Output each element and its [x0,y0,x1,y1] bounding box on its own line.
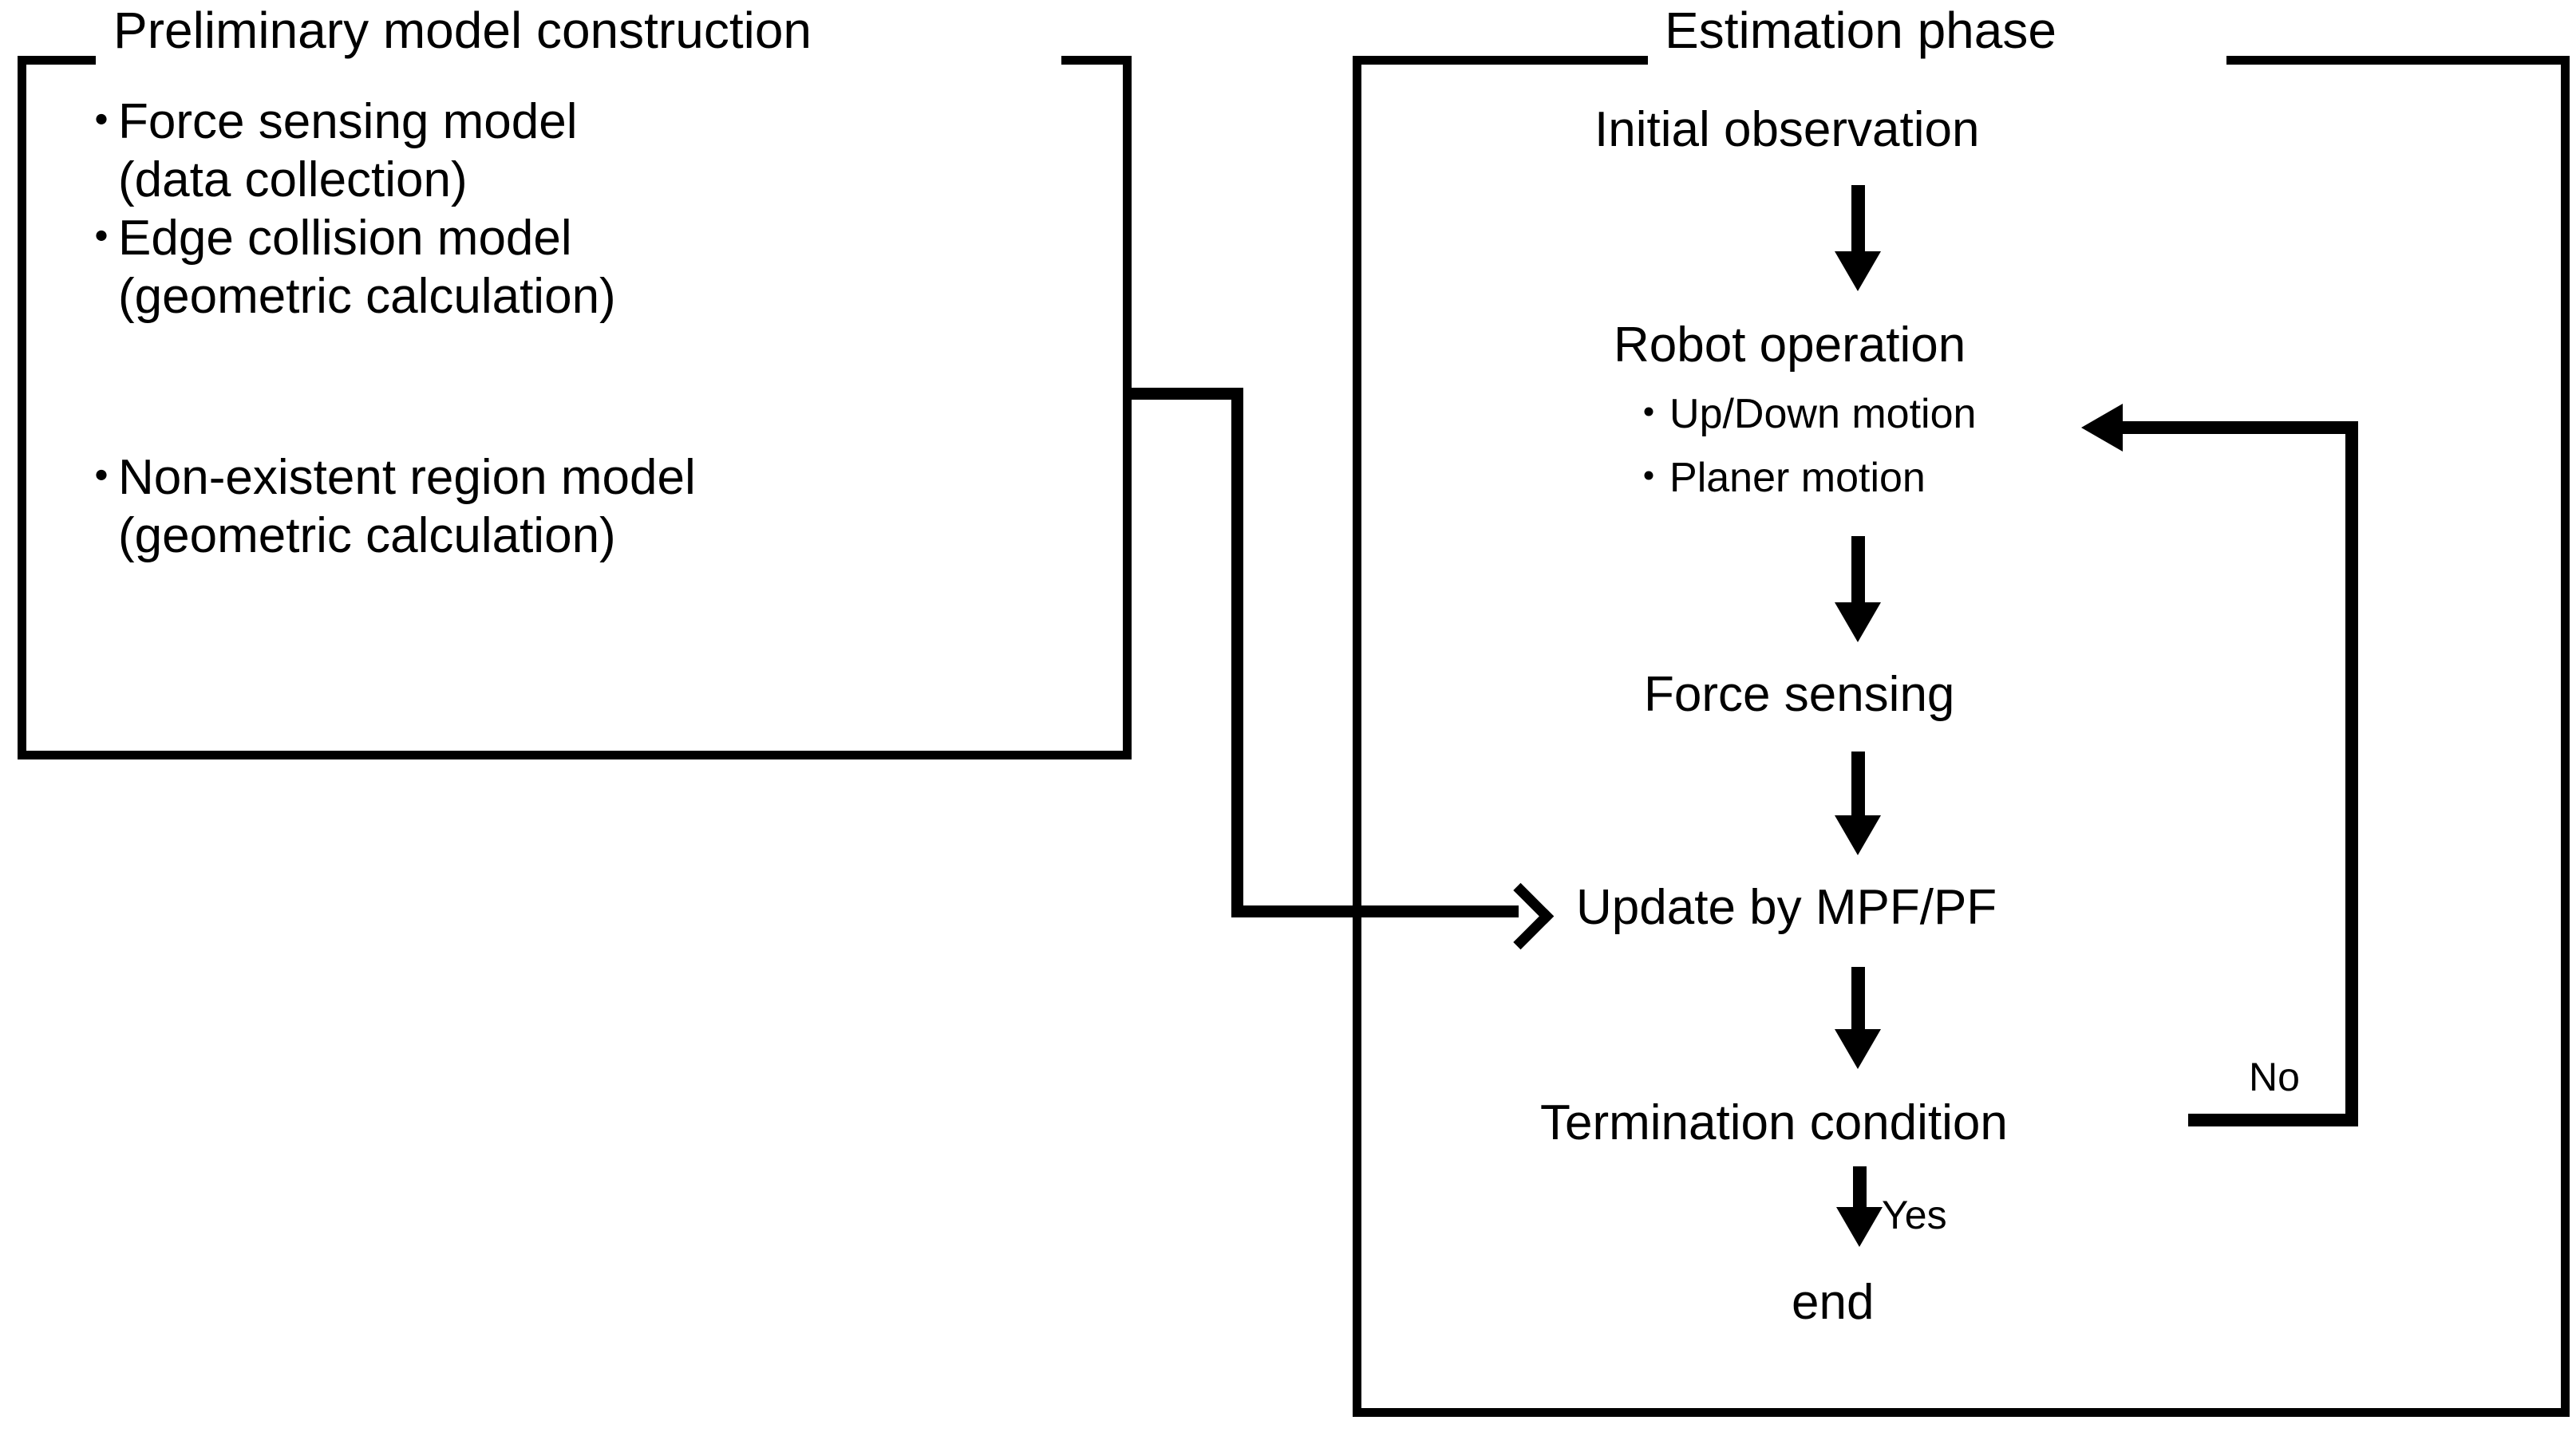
bullet-icon: ・ [77,211,127,266]
left-panel-left-edge [18,56,26,759]
right-panel-left-edge [1353,56,1361,1417]
node-robot-sub-1: ・Up/Down motion [1628,391,1977,437]
left-panel-title: Preliminary model construction [102,5,823,56]
left-panel-item-1: ・Force sensing model (data collection) [77,93,578,209]
left-panel-item-2-title: Edge collision model [118,211,572,266]
edge-label-yes: Yes [1882,1193,1947,1237]
edge-label-no: No [2249,1055,2300,1099]
left-panel-item-3-line-2: (geometric calculation) [77,507,696,565]
bullet-icon: ・ [77,450,127,505]
right-panel-top-edge-left [1353,56,1648,65]
right-panel-title: Estimation phase [1653,5,2068,56]
bullet-icon: ・ [77,94,127,149]
right-panel-bottom-edge [1353,1408,2570,1417]
right-panel-right-edge [2561,56,2570,1417]
left-panel-top-edge-right [1061,56,1132,65]
left-panel-item-1-title: Force sensing model [118,94,578,149]
left-panel-item-3-title: Non-existent region model [118,450,696,505]
left-panel-item-2: ・Edge collision model (geometric calcula… [77,209,616,325]
right-panel-top-edge-right [2226,56,2570,65]
left-panel-item-2-line-2: (geometric calculation) [77,267,616,325]
left-panel-item-2-detail: (geometric calculation) [118,269,616,325]
left-panel-item-3: ・Non-existent region model (geometric ca… [77,448,696,565]
node-termination-condition: Termination condition [1540,1095,2008,1150]
node-robot-sub-1-label: Up/Down motion [1669,391,1977,437]
node-end: end [1792,1275,1875,1330]
arrowhead-open-right [1487,882,1555,950]
left-panel-item-3-line-1: ・Non-existent region model [77,448,696,507]
bullet-icon: ・ [1628,455,1670,501]
left-panel-right-edge [1123,56,1132,759]
node-robot-sub-2-label: Planer motion [1669,455,1926,501]
left-panel-top-edge-left [18,56,96,65]
left-panel-bottom-edge [18,751,1132,759]
node-robot-sub-2: ・Planer motion [1628,456,1926,500]
node-force-sensing: Force sensing [1644,667,1955,722]
node-initial-observation: Initial observation [1594,102,1980,157]
node-robot-operation: Robot operation [1614,318,1966,373]
node-update-by-mpf-pf: Update by MPF/PF [1576,880,1997,935]
left-panel-item-1-line-1: ・Force sensing model [77,93,578,151]
left-panel-item-2-line-1: ・Edge collision model [77,209,616,267]
bullet-icon: ・ [1628,391,1670,437]
left-panel-item-1-line-2: (data collection) [77,151,578,209]
left-panel-item-1-detail: (data collection) [118,152,468,208]
left-panel-item-3-detail: (geometric calculation) [118,508,616,564]
